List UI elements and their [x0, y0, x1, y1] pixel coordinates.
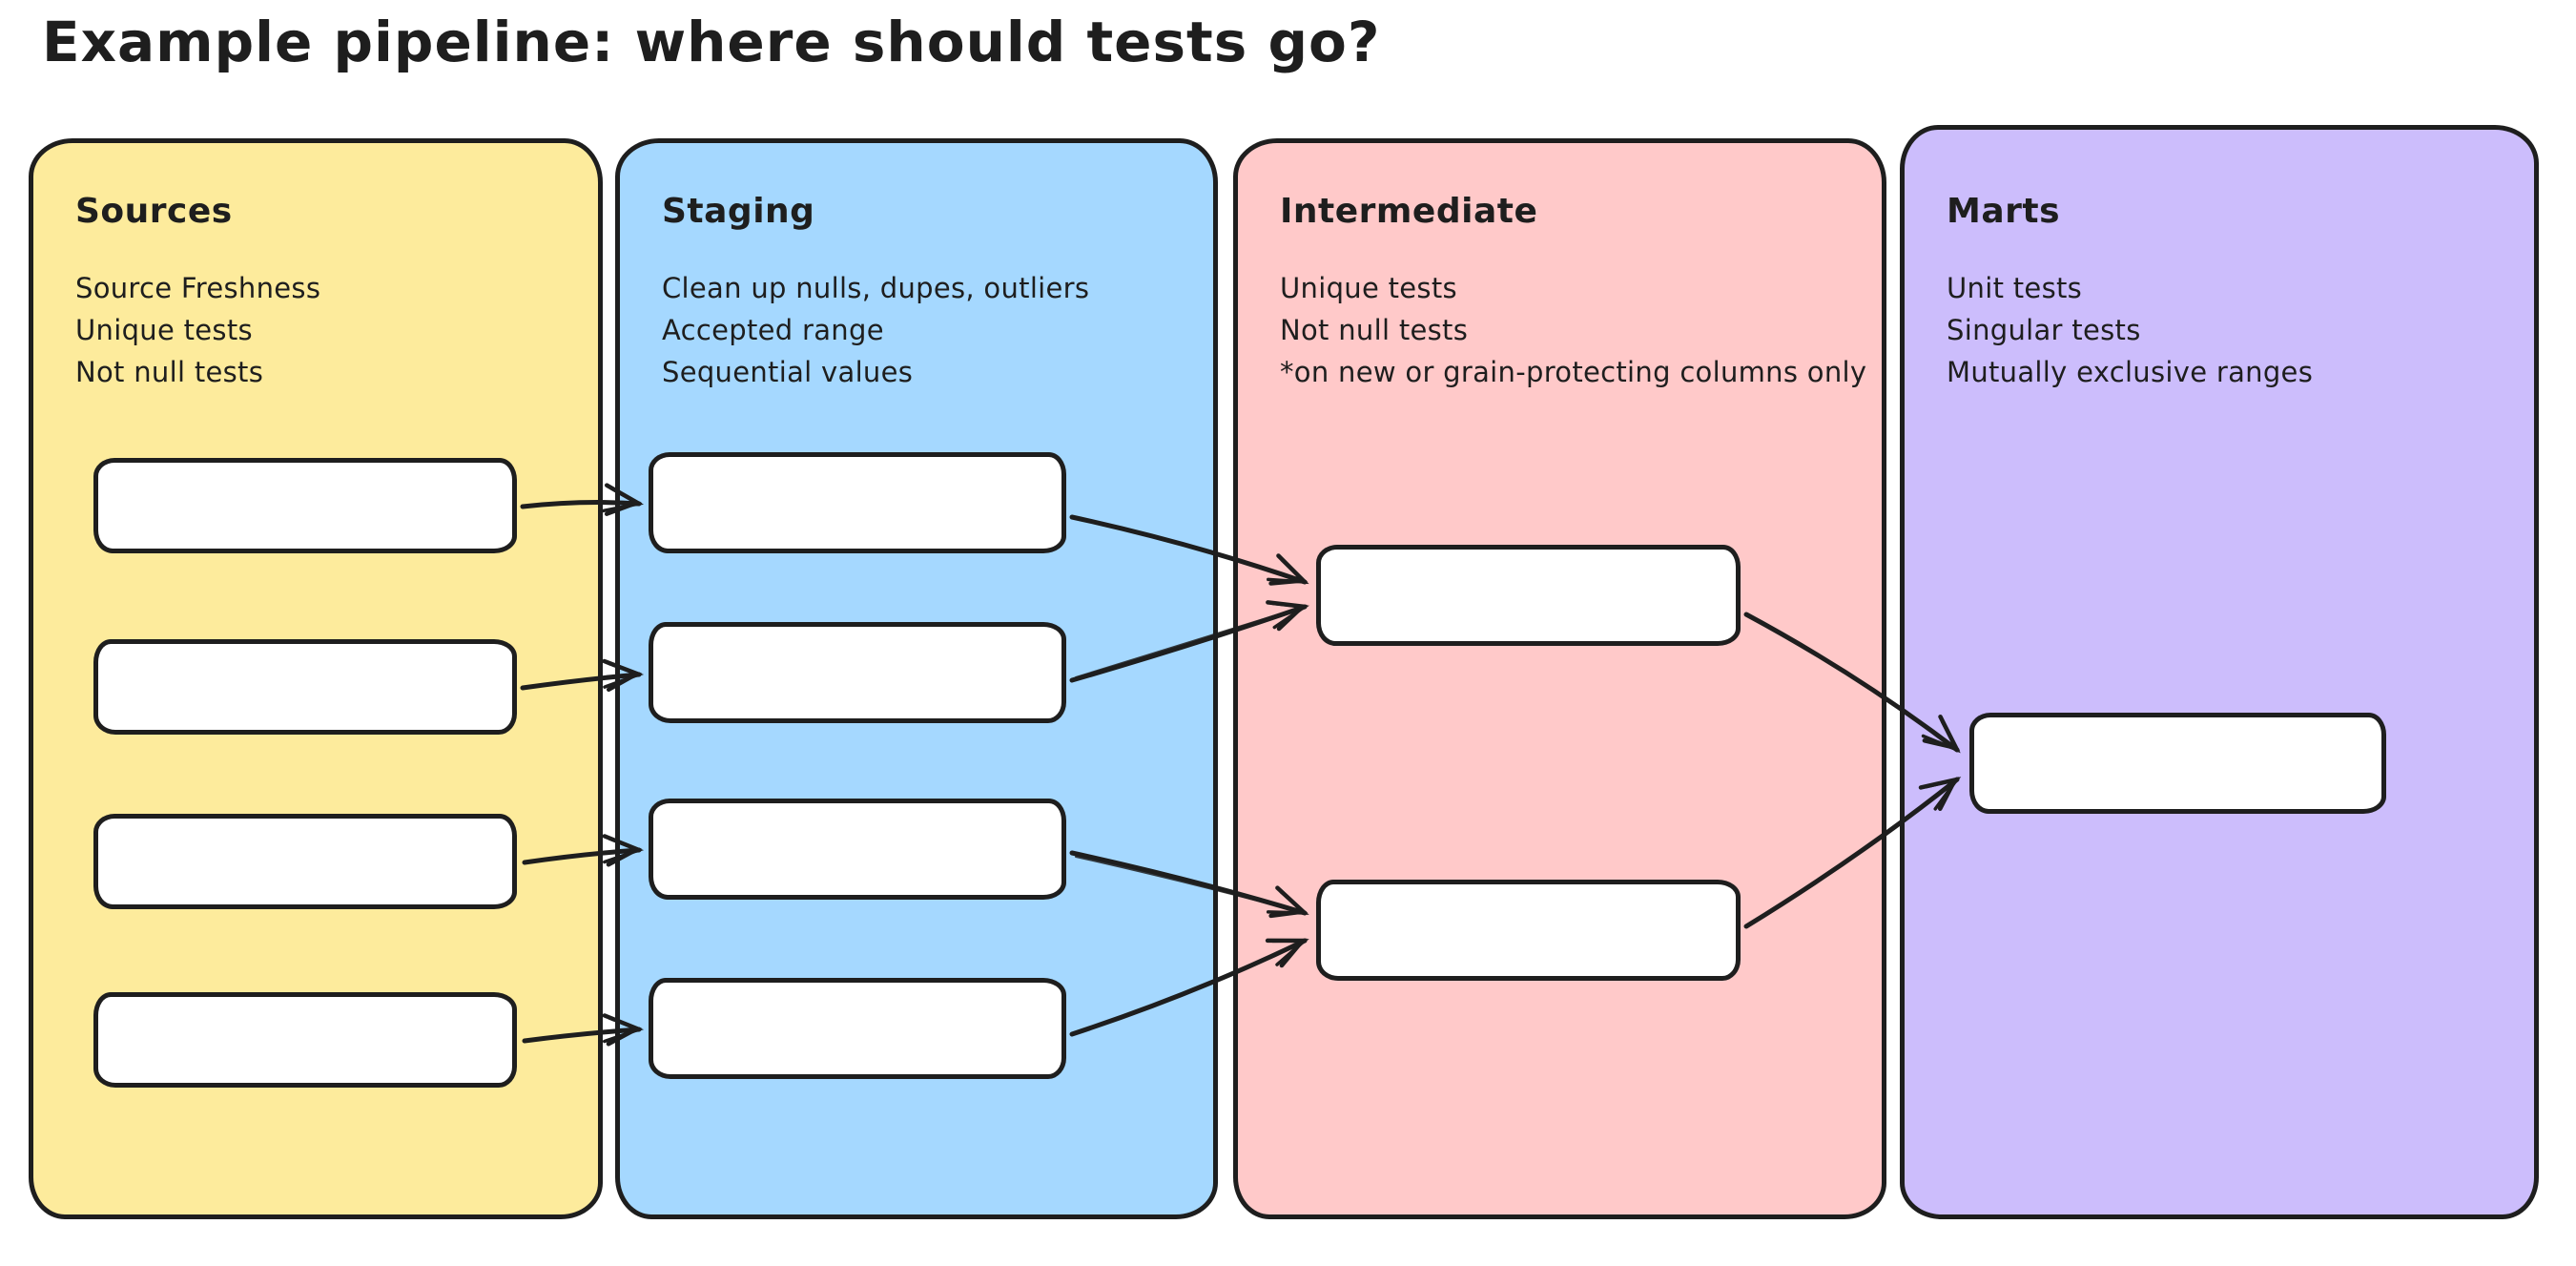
node-sources-4: [93, 992, 517, 1088]
note-line: Clean up nulls, dupes, outliers: [662, 272, 1090, 304]
note-line: Unit tests: [1947, 272, 2083, 304]
note-line: Unique tests: [1280, 272, 1457, 304]
node-intermediate-1: [1316, 545, 1741, 646]
node-intermediate-2: [1316, 880, 1741, 981]
note-line: Sequential values: [662, 356, 914, 388]
node-sources-3: [93, 814, 517, 909]
column-intermediate-notes: Unique tests Not null tests *on new or g…: [1280, 267, 1867, 393]
column-intermediate: Intermediate Unique tests Not null tests…: [1233, 138, 1886, 1219]
column-marts: Marts Unit tests Singular tests Mutually…: [1900, 125, 2539, 1219]
node-staging-2: [649, 622, 1066, 723]
column-sources-title: Sources: [75, 192, 233, 231]
node-staging-3: [649, 799, 1066, 900]
node-sources-2: [93, 639, 517, 735]
note-line: *on new or grain-protecting columns only: [1280, 356, 1867, 388]
column-marts-title: Marts: [1947, 192, 2061, 231]
column-marts-notes: Unit tests Singular tests Mutually exclu…: [1947, 267, 2496, 393]
node-sources-1: [93, 458, 517, 553]
column-sources-notes: Source Freshness Unique tests Not null t…: [75, 267, 560, 393]
note-line: Not null tests: [1280, 314, 1469, 346]
column-intermediate-title: Intermediate: [1280, 192, 1538, 231]
note-line: Singular tests: [1947, 314, 2141, 346]
note-line: Accepted range: [662, 314, 884, 346]
node-staging-1: [649, 452, 1066, 553]
column-staging-title: Staging: [662, 192, 815, 231]
note-line: Not null tests: [75, 356, 264, 388]
node-marts-1: [1969, 713, 2386, 814]
node-staging-4: [649, 978, 1066, 1079]
note-line: Unique tests: [75, 314, 253, 346]
note-line: Mutually exclusive ranges: [1947, 356, 2314, 388]
column-staging-notes: Clean up nulls, dupes, outliers Accepted…: [662, 267, 1175, 393]
diagram-title: Example pipeline: where should tests go?: [42, 10, 1381, 74]
note-line: Source Freshness: [75, 272, 321, 304]
